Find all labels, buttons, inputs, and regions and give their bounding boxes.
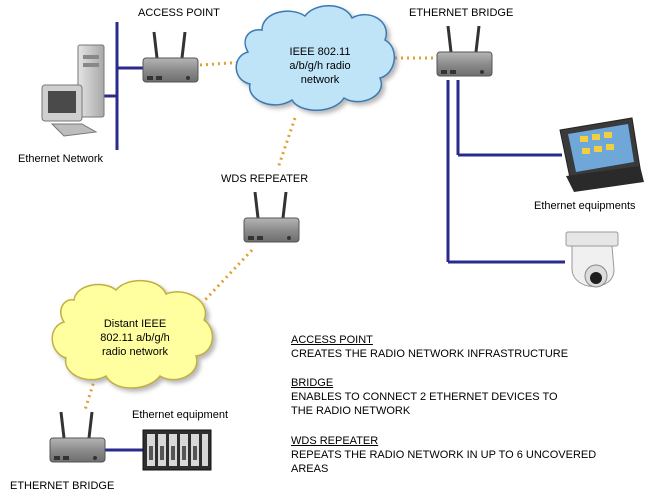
access-point-label: ACCESS POINT xyxy=(138,7,220,19)
ethernet-bridge-wires xyxy=(446,80,565,264)
distant-radio-network-cloud xyxy=(51,279,214,389)
ethernet-network-label: Ethernet Network xyxy=(18,153,103,165)
wds-repeater-device xyxy=(243,191,300,243)
desktop-computer-icon xyxy=(41,44,105,137)
wds-repeater-label: WDS REPEATER xyxy=(221,173,309,185)
ethernet-bridge-device-bottom xyxy=(49,411,106,463)
radio-network-cloud xyxy=(235,5,395,111)
legend-description: REPEATS THE RADIO NETWORK IN UP TO 6 UNC… xyxy=(291,449,597,461)
ethernet-equipments-label: Ethernet equipments xyxy=(534,200,636,212)
distant-radio-network-cloud-text: Distant IEEE 802.11 a/b/g/h radio networ… xyxy=(100,318,170,358)
ethernet-bridge-top-label: ETHERNET BRIDGE xyxy=(409,7,514,19)
ethernet-bridge-device-top xyxy=(436,25,493,77)
access-point-device xyxy=(142,31,199,83)
ethernet-bridge-bottom-label: ETHERNET BRIDGE xyxy=(10,480,115,492)
legend-description: AREAS xyxy=(291,463,329,475)
radio-network-cloud-text: IEEE 802.11 a/b/g/h radio network xyxy=(289,46,351,86)
touchscreen-terminal-icon xyxy=(559,117,644,192)
legend-access-point: ACCESS POINT CREATES THE RADIO NETWORK I… xyxy=(291,333,568,361)
legend-heading: WDS REPEATER xyxy=(291,435,379,447)
dome-camera-icon xyxy=(565,231,619,288)
legend-description: THE RADIO NETWORK xyxy=(291,405,411,417)
legend-heading: BRIDGE xyxy=(291,377,334,389)
legend-description: ENABLES TO CONNECT 2 ETHERNET DEVICES TO xyxy=(291,391,558,403)
legend-wds-repeater: WDS REPEATER REPEATS THE RADIO NETWORK I… xyxy=(291,434,596,476)
ethernet-equipment-label: Ethernet equipment xyxy=(132,409,229,421)
legend-description: CREATES THE RADIO NETWORK INFRASTRUCTURE xyxy=(291,348,569,360)
legend-bridge: BRIDGE ENABLES TO CONNECT 2 ETHERNET DEV… xyxy=(291,376,558,418)
ethernet-equipment-icon xyxy=(142,429,212,471)
legend-heading: ACCESS POINT xyxy=(291,334,373,346)
